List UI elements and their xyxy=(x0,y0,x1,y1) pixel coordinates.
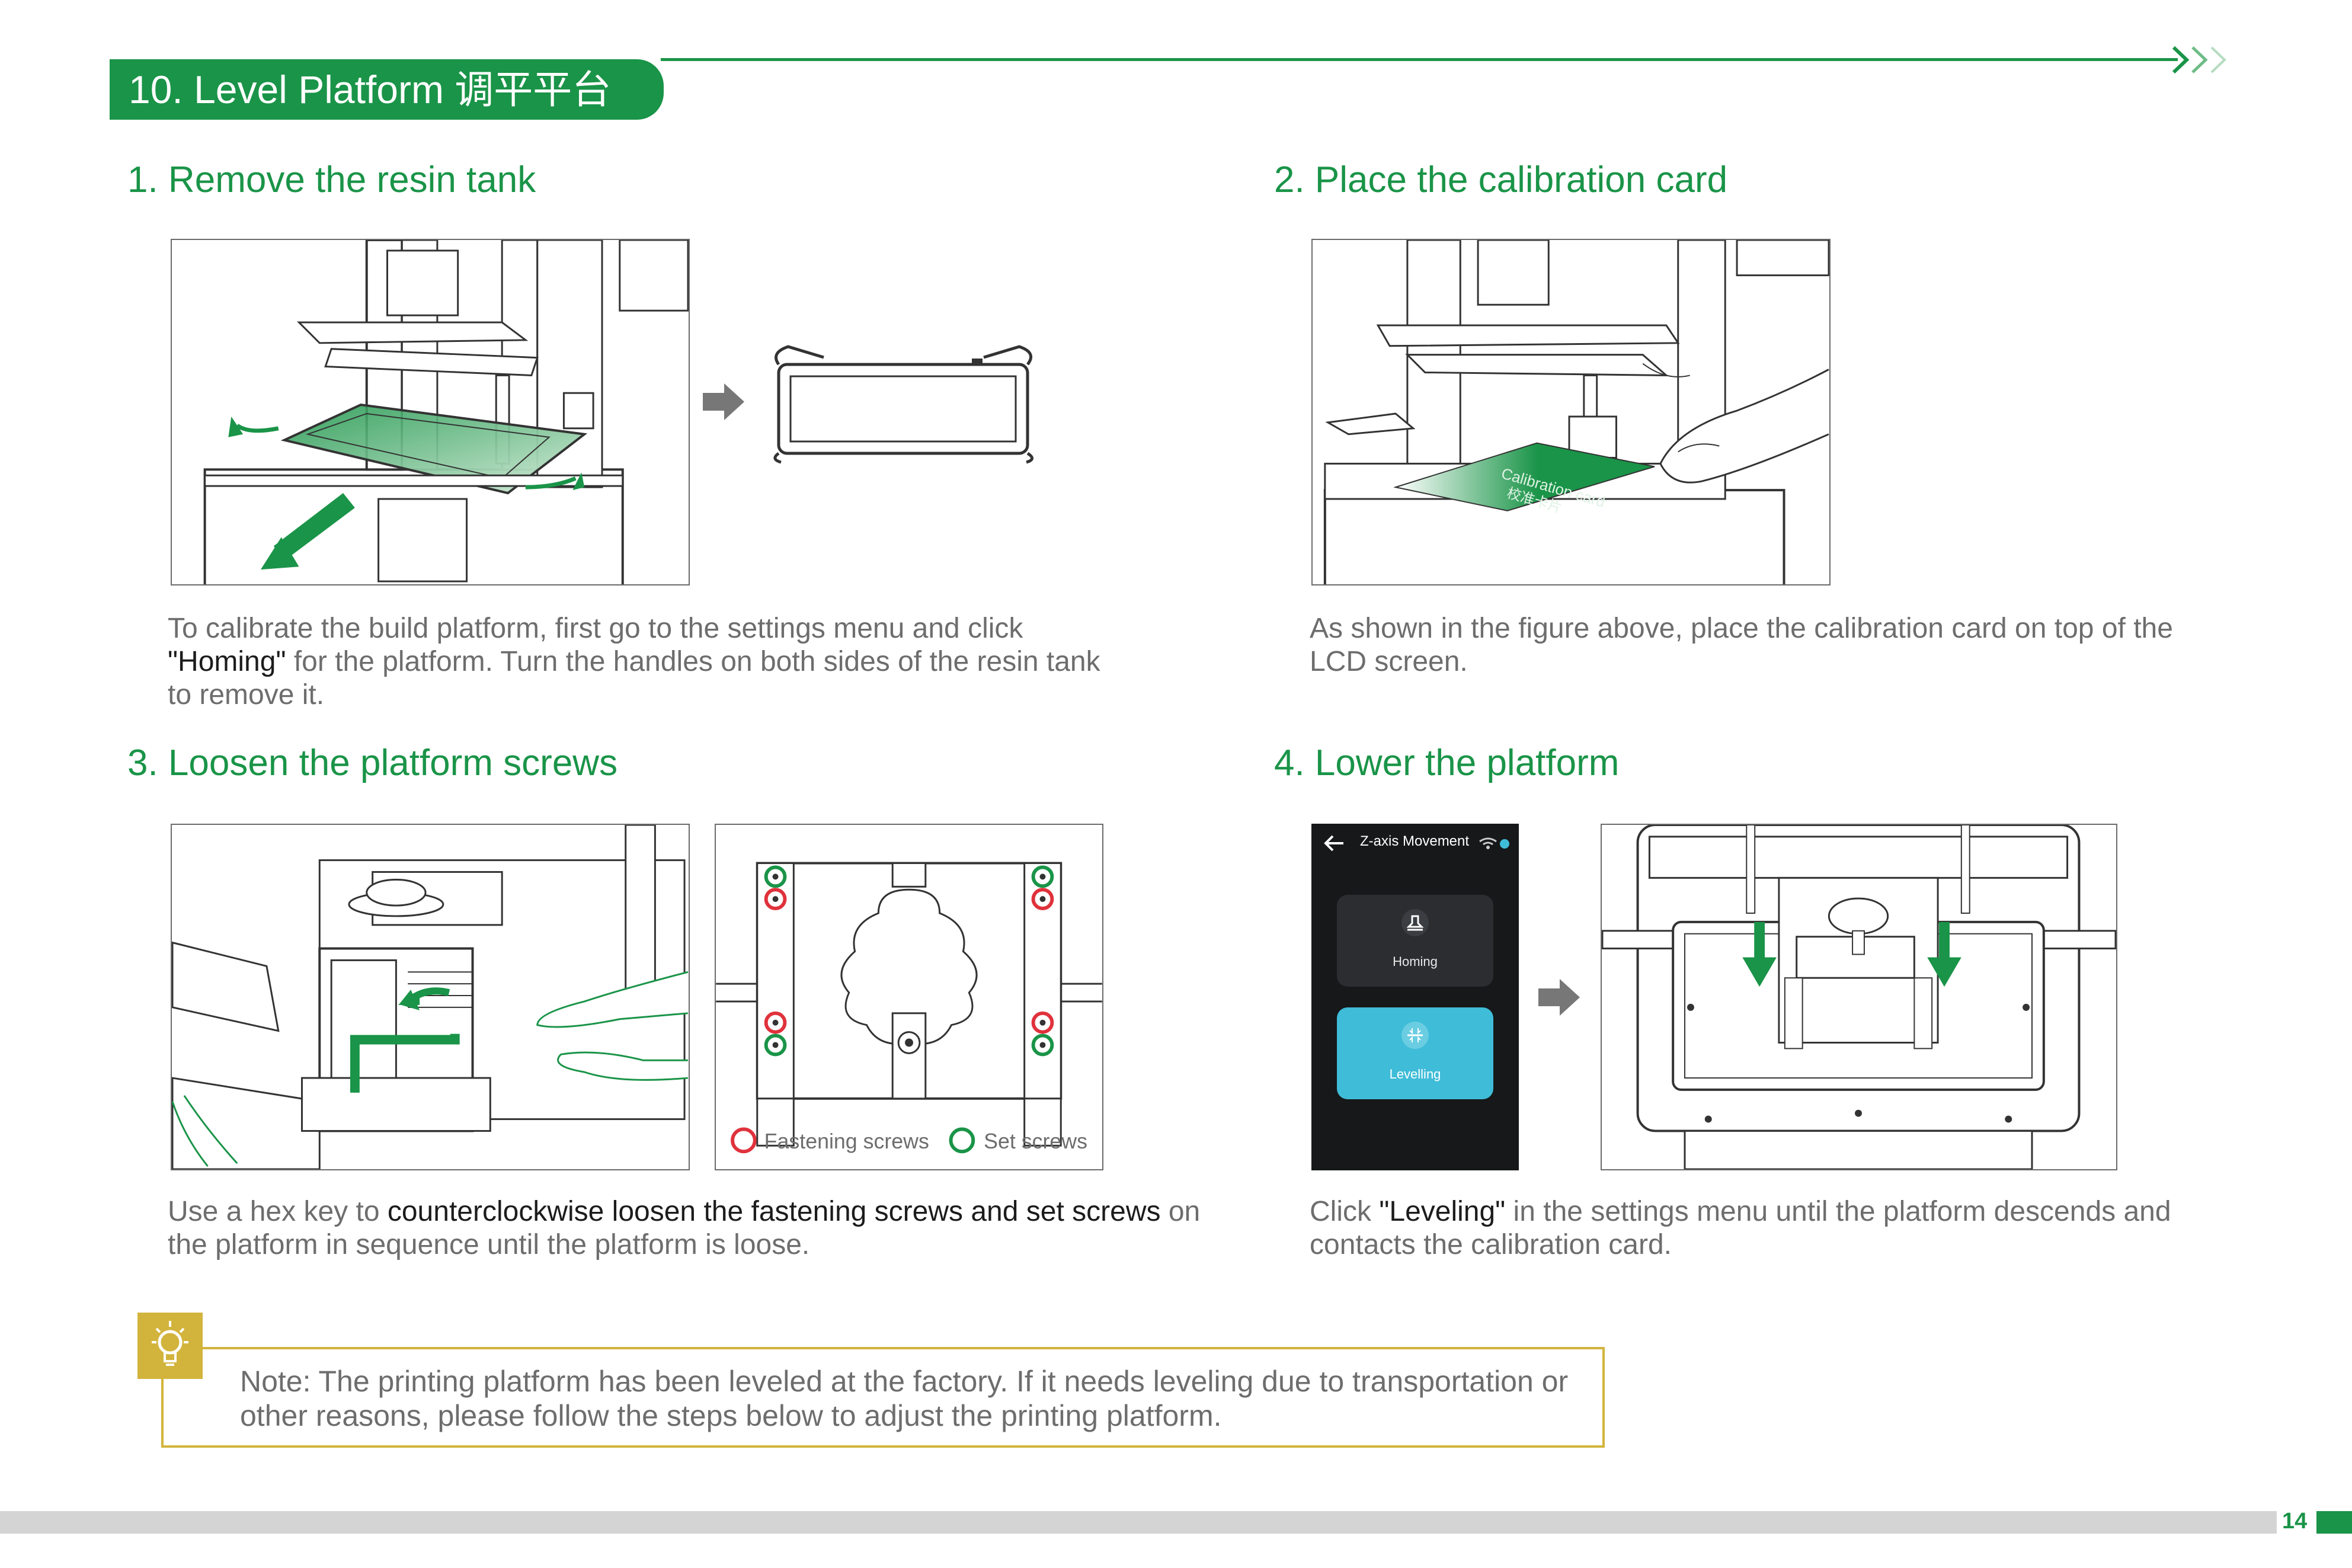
homing-icon xyxy=(1401,909,1429,936)
step-2-desc-text: As shown in the figure above, place the … xyxy=(1310,613,2173,677)
step-3-desc-part-c: on the platform in sequence until the pl… xyxy=(168,1196,1201,1260)
step-4-desc-leveling: "Leveling" xyxy=(1379,1196,1506,1227)
step-1-title: 1. Remove the resin tank xyxy=(127,159,536,200)
footer-accent-block xyxy=(2316,1511,2352,1534)
step-1-desc-part-a: To calibrate the build platform, first g… xyxy=(168,613,1023,644)
step-3-desc-emphasis: counterclockwise loosen the fastening sc… xyxy=(387,1196,1161,1227)
footer-bar xyxy=(0,1511,2277,1534)
step-3-description: Use a hex key to counterclockwise loosen… xyxy=(168,1195,1234,1262)
set-screw-legend-marker xyxy=(949,1127,975,1154)
page-number: 14 xyxy=(2282,1509,2308,1534)
arrow-right-icon xyxy=(1538,979,1580,1016)
fastening-screw-legend-marker xyxy=(731,1127,757,1154)
chevrons-right-icon xyxy=(2172,46,2226,74)
leveling-label: Levelling xyxy=(1389,1067,1441,1081)
step-2-printer-illustration: Calibration card 校准卡片 xyxy=(1311,239,1831,585)
step-4-desc-part-c: in the settings menu until the platform … xyxy=(1310,1196,2171,1260)
homing-label: Homing xyxy=(1393,954,1438,969)
step-3-platform-illustration xyxy=(171,824,690,1170)
set-screws-label: Set screws xyxy=(984,1129,1087,1153)
back-arrow-icon[interactable] xyxy=(1322,834,1346,852)
note-icon-badge xyxy=(137,1313,203,1379)
step-4-platform-illustration xyxy=(1601,824,2117,1170)
step-1-printer-illustration xyxy=(171,239,690,585)
screen-title: Z-axis Movement xyxy=(1360,833,1470,849)
step-3-title: 3. Loosen the platform screws xyxy=(127,743,618,783)
step-3-screw-diagram: Fastening screws Set screws xyxy=(715,824,1103,1170)
step-2-description: As shown in the figure above, place the … xyxy=(1310,612,2187,679)
note-text: Note: The printing platform has been lev… xyxy=(240,1365,1569,1432)
step-1-desc-part-c: for the platform. Turn the handles on bo… xyxy=(168,646,1100,711)
step-1-desc-homing: "Homing" xyxy=(168,646,286,677)
header-rule xyxy=(661,58,2178,61)
note-box xyxy=(161,1347,1605,1448)
step-4-title: 4. Lower the platform xyxy=(1274,743,1620,783)
step-3-desc-part-a: Use a hex key to xyxy=(168,1196,388,1227)
section-title: 10. Level Platform 调平平台 xyxy=(129,68,612,111)
arrow-right-icon xyxy=(703,383,744,420)
homing-button[interactable]: Homing xyxy=(1337,895,1493,987)
step-2-title: 2. Place the calibration card xyxy=(1274,159,1728,200)
step-4-description: Click "Leveling" in the settings menu un… xyxy=(1310,1195,2199,1262)
step-4-desc-part-a: Click xyxy=(1310,1196,1380,1227)
lightbulb-icon xyxy=(152,1321,188,1366)
leveling-icon xyxy=(1401,1022,1429,1049)
wifi-icon xyxy=(1479,837,1509,849)
fastening-screws-label: Fastening screws xyxy=(764,1129,929,1153)
resin-tank-illustration xyxy=(773,345,1033,464)
device-screen-mock: Z-axis Movement Homing Levelling xyxy=(1311,824,1519,1170)
step-1-description: To calibrate the build platform, first g… xyxy=(168,612,1116,712)
section-title-tab: 10. Level Platform 调平平台 xyxy=(110,59,664,120)
leveling-button[interactable]: Levelling xyxy=(1337,1007,1493,1099)
